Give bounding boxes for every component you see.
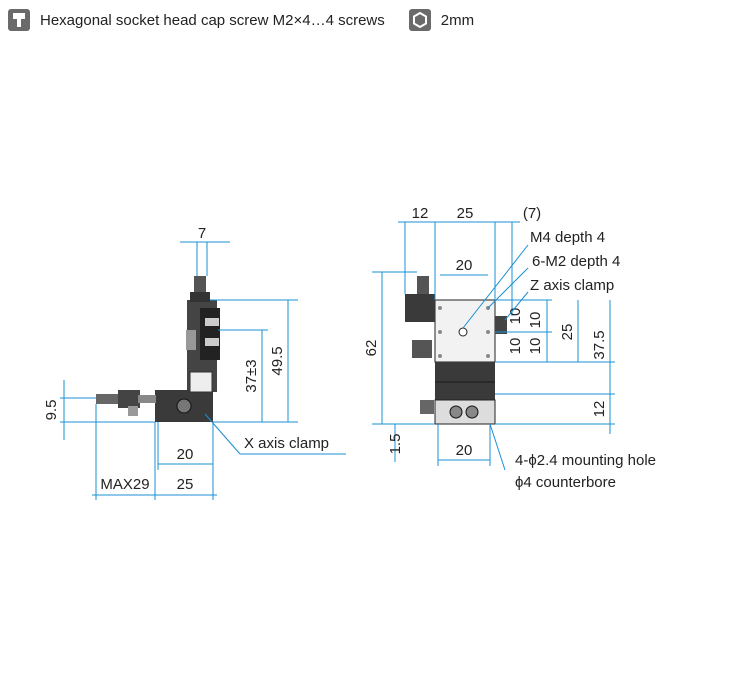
dim-front-25-right: 25 <box>559 324 576 341</box>
callout-x-clamp: X axis clamp <box>244 435 329 452</box>
dim-front-10c: 10 <box>507 338 524 355</box>
dim-front-bottom-20: 20 <box>456 442 473 459</box>
front-lower-body <box>435 362 495 400</box>
side-micrometer-lock <box>128 406 138 416</box>
front-micrometer-lower <box>412 340 432 358</box>
callout-leader <box>504 291 529 321</box>
front-micrometer-top <box>417 276 429 296</box>
side-carriage <box>200 308 220 360</box>
side-micrometer-thimble <box>96 394 120 404</box>
dim-side-9-5: 9.5 <box>43 400 60 421</box>
callout-leader <box>487 267 529 309</box>
legend: Hexagonal socket head cap screw M2×4…4 s… <box>8 8 498 32</box>
dim-side-20: 20 <box>177 446 194 463</box>
side-screw-a <box>205 318 219 326</box>
callout-leader <box>462 244 529 329</box>
dim-front-10a: 10 <box>507 308 524 325</box>
front-base-knob <box>465 405 479 419</box>
dim-front-7: (7) <box>523 205 541 222</box>
dim-front-10b: 10 <box>527 312 544 329</box>
dim-side-49: 49.5 <box>269 346 286 375</box>
front-m4-hole <box>458 327 468 337</box>
side-screw-b <box>205 338 219 346</box>
front-m2-hole <box>438 354 442 358</box>
front-m2-hole <box>438 306 442 310</box>
callout-m4: M4 depth 4 <box>530 229 605 246</box>
side-view: 7 37±3 49.5 9.5 X axis clamp 20 MAX29 25 <box>43 225 346 500</box>
dim-front-62: 62 <box>363 340 380 357</box>
callout-counterbore: ϕ4 counterbore <box>515 474 616 491</box>
front-base-knob <box>449 405 463 419</box>
legend-screw-text: Hexagonal socket head cap screw M2×4…4 s… <box>40 11 385 29</box>
front-m2-hole <box>486 354 490 358</box>
front-base <box>434 399 496 425</box>
side-knob-left <box>186 330 196 350</box>
hex-key-icon <box>408 9 431 31</box>
legend-screw: Hexagonal socket head cap screw M2×4…4 s… <box>8 9 385 31</box>
dim-front-37-5: 37.5 <box>591 330 608 359</box>
dim-side-37: 37±3 <box>243 359 260 392</box>
front-view: 12 25 (7) 20 62 10 10 10 10 25 37.5 12 M… <box>363 205 656 491</box>
dim-front-10d: 10 <box>527 338 544 355</box>
front-base-lock <box>420 400 434 414</box>
callout-hole: 4-ϕ2.4 mounting hole <box>515 452 656 469</box>
callout-leader <box>489 423 506 471</box>
side-clamp-knob <box>176 398 192 414</box>
callout-m2: 6-M2 depth 4 <box>532 253 620 270</box>
dim-front-25: 25 <box>457 205 474 222</box>
legend-wrench-text: 2mm <box>440 11 475 29</box>
dim-side-25: 25 <box>177 476 194 493</box>
front-z-clamp <box>495 316 507 334</box>
side-micrometer-body <box>118 390 140 408</box>
dim-front-1-5: 1.5 <box>387 434 404 455</box>
front-m2-hole <box>438 330 442 334</box>
legend-wrench: 2mm <box>408 9 475 31</box>
dim-side-7: 7 <box>198 225 206 242</box>
dim-front-12: 12 <box>412 205 429 222</box>
screw-head-icon <box>8 9 30 31</box>
side-top-knob-base <box>190 292 210 302</box>
front-micrometer-body <box>405 294 435 322</box>
dim-front-12-right: 12 <box>591 401 608 418</box>
side-micrometer-spindle <box>138 395 156 403</box>
callout-z-clamp: Z axis clamp <box>530 277 614 294</box>
dim-front-inner-20: 20 <box>456 257 473 274</box>
front-m2-hole <box>486 330 490 334</box>
callout-leader <box>204 413 241 455</box>
dim-side-max29: MAX29 <box>100 476 149 493</box>
side-gusset <box>189 371 213 393</box>
side-top-knob <box>194 276 206 294</box>
